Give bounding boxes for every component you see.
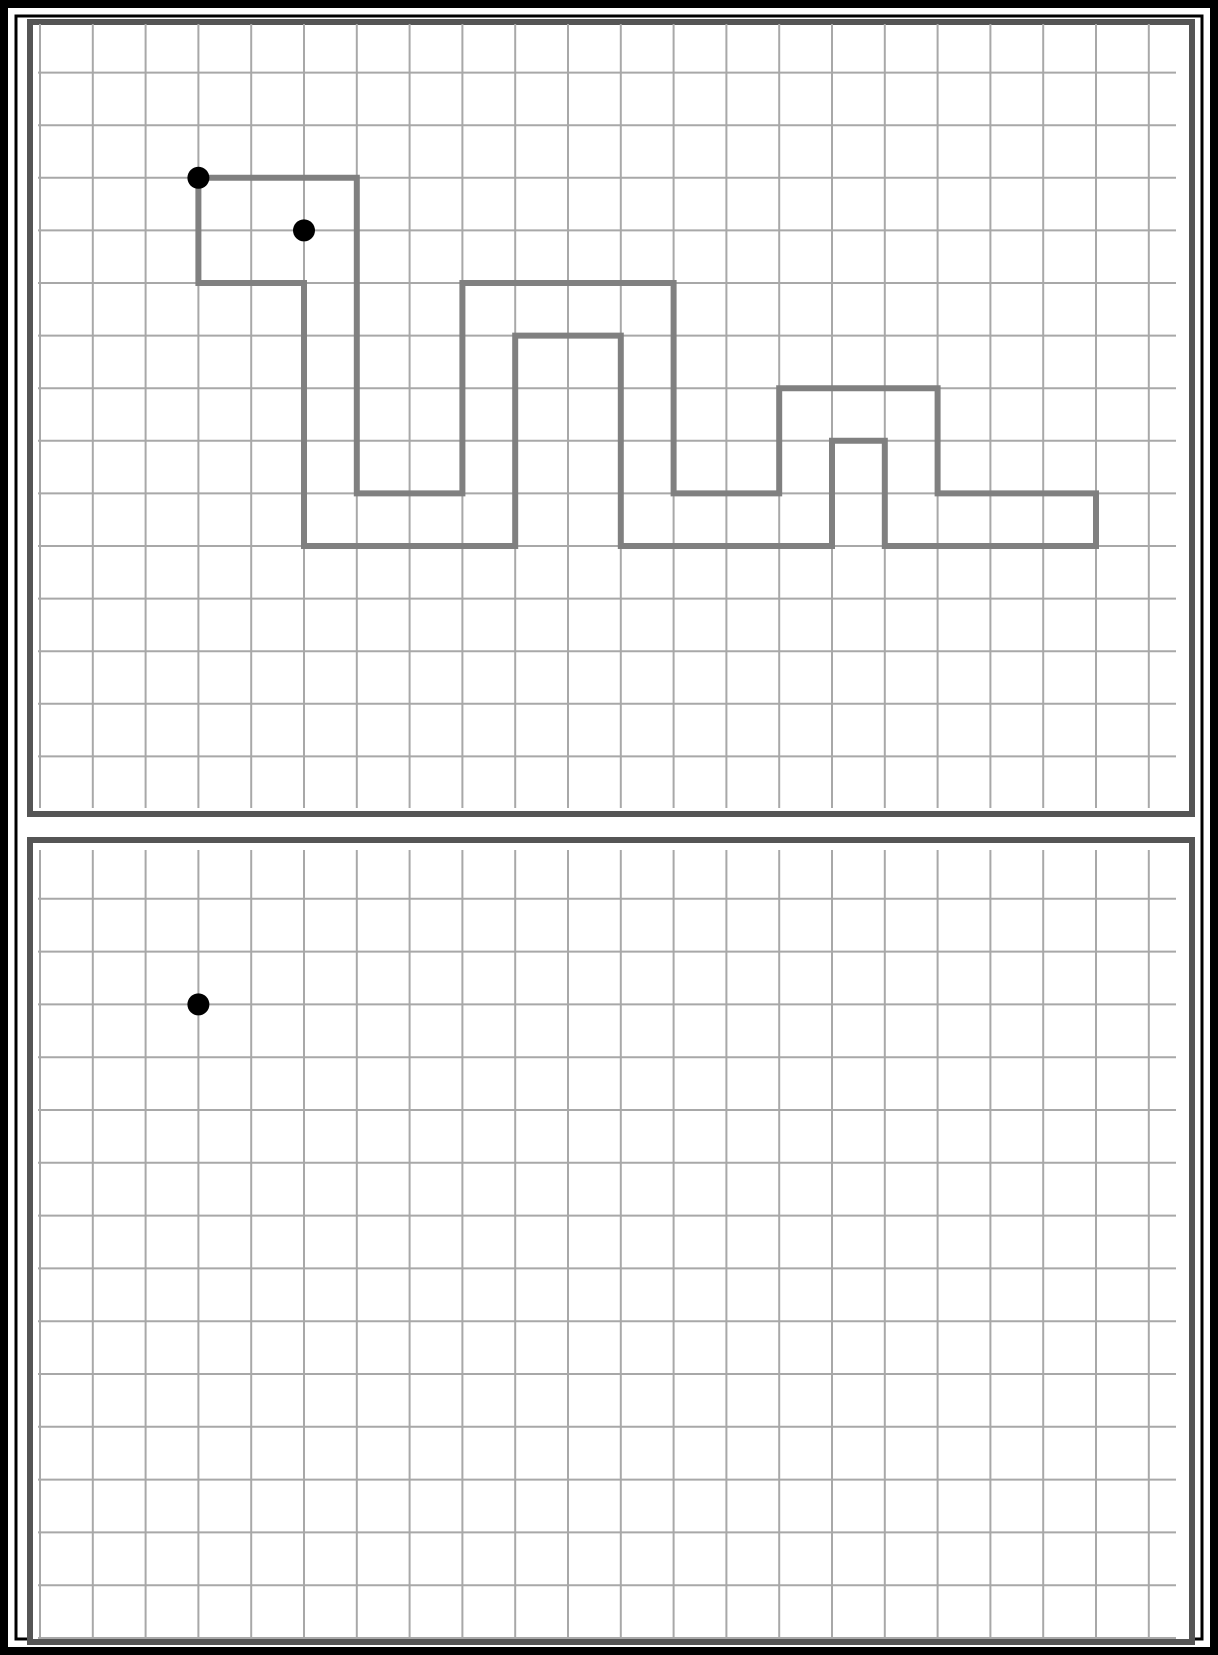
top-grid-panel [30, 22, 1192, 814]
top-panel-frame [30, 22, 1192, 814]
bottom-grid-panel [30, 840, 1192, 1642]
eye-dot [293, 219, 315, 241]
start-dot [187, 993, 209, 1015]
start-dot [187, 167, 209, 189]
bottom-dots [187, 993, 209, 1015]
bottom-panel-frame [30, 840, 1192, 1642]
